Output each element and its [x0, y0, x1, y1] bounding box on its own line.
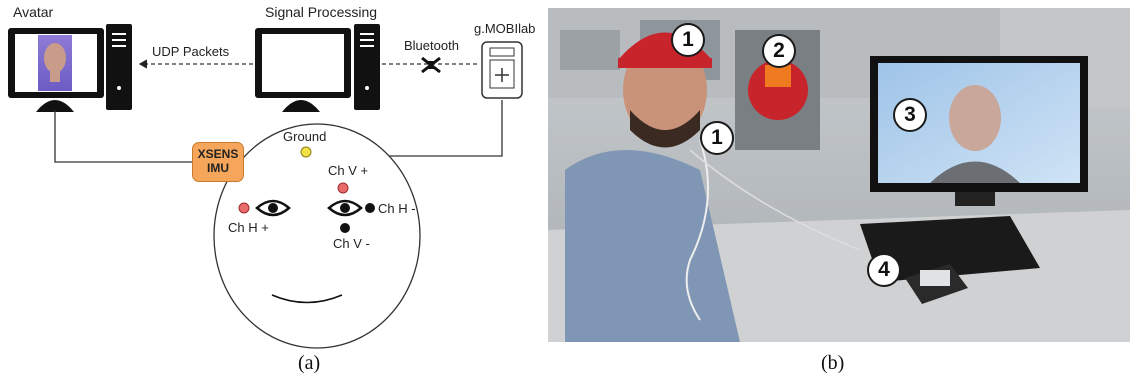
panel-a-caption: (a): [298, 352, 321, 374]
electrode-cable: [360, 100, 503, 157]
signal-processing-label: Signal Processing: [265, 4, 378, 20]
badge-electrodes-top: 1: [671, 23, 705, 57]
bluetooth-icon: [421, 56, 441, 74]
xsens-imu-box: XSENS IMU: [192, 142, 244, 182]
signal-processing-tower-icon: [354, 24, 380, 110]
ground-electrode: [300, 146, 312, 158]
left-eye-icon: [255, 199, 291, 217]
badge-imu: 2: [762, 34, 796, 68]
ch-h-plus-electrode: [238, 202, 250, 214]
ch-h-minus-label: Ch H -: [378, 201, 416, 216]
panel-b-caption: (b): [821, 352, 845, 374]
panel-b-photo: [548, 8, 1130, 342]
avatar-tower-icon: [106, 24, 132, 110]
avatar-label: Avatar: [13, 4, 54, 20]
right-eye-icon: [327, 199, 363, 217]
ch-v-plus-electrode: [337, 182, 349, 194]
signal-processing-monitor-icon: [255, 28, 351, 112]
imu-cable: [54, 110, 192, 163]
ground-label: Ground: [283, 129, 327, 144]
ch-h-minus-electrode: [365, 203, 375, 213]
badge-avatar-screen: 3: [893, 98, 927, 132]
ch-v-plus-label: Ch V +: [328, 163, 369, 178]
bluetooth-label: Bluetooth: [404, 38, 459, 53]
head-outline: [213, 123, 421, 349]
badge-gmobilab: 4: [867, 253, 901, 287]
avatar-monitor-icon: [8, 28, 104, 112]
ch-v-minus-electrode: [340, 223, 350, 233]
ch-h-plus-label: Ch H +: [228, 220, 269, 235]
xsens-imu-label: XSENS IMU: [197, 147, 239, 175]
gmobilab-device-icon: [481, 41, 523, 99]
mouth: [271, 294, 343, 304]
gmobilab-label: g.MOBIlab: [474, 21, 536, 36]
udp-packets-label: UDP Packets: [152, 44, 230, 59]
panel-a: [8, 24, 523, 349]
badge-electrodes-side: 1: [700, 121, 734, 155]
ch-v-minus-label: Ch V -: [333, 236, 370, 251]
